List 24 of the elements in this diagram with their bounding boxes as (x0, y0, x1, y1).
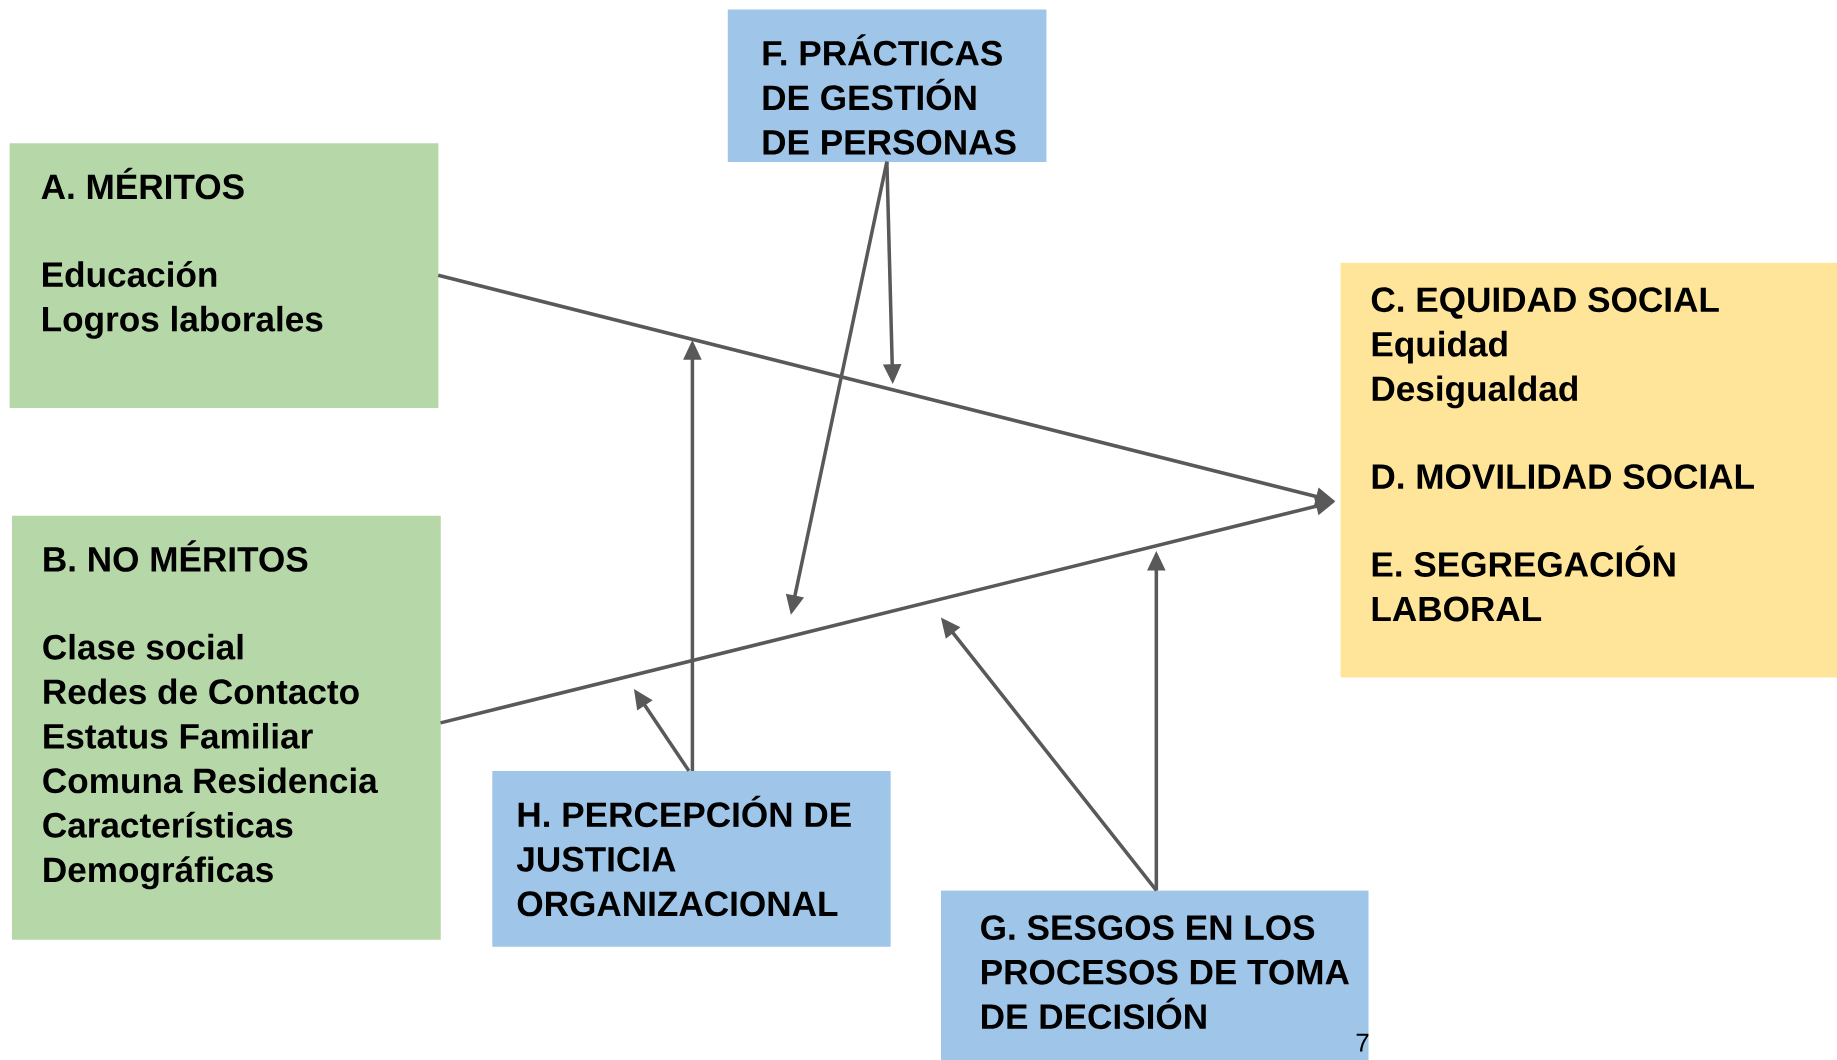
node-text: Comuna Residencia (43, 767, 378, 794)
node-text: Logros laborales (43, 305, 323, 339)
node-text: C. EQUIDAD SOCIAL (1371, 287, 1719, 319)
node-text: F. PRÁCTICAS DE GESTIÓN DE PERSONAS (763, 34, 1016, 155)
node-text: Desigualdad (1372, 375, 1578, 409)
node-text: D. MOVILIDAD SOCIAL (1372, 464, 1754, 489)
node-text: Características Demográficas (43, 811, 293, 890)
node-text: Equidad (1372, 330, 1507, 364)
text-box (1340, 262, 1837, 678)
node-text: Educación (43, 260, 217, 287)
node-text: Clase social (43, 633, 243, 660)
page-number: 7 (1356, 1033, 1369, 1052)
text-box (492, 771, 891, 947)
node-text: G. SESGOS EN LOS PROCESOS DE TOMA DE DECISIÓN (981, 915, 1349, 1030)
node-text: B. NO MÉRITOS (44, 540, 308, 572)
text-box (11, 515, 441, 940)
text-box (727, 9, 1047, 162)
node-text: Redes de Contacto (44, 678, 359, 705)
node-text: Estatus Familiar (44, 722, 313, 749)
node-text: H. PERCEPCIÓN DE JUSTICIA ORGANIZACIONAL (516, 795, 851, 917)
text-box (9, 143, 439, 408)
text-box (941, 890, 1369, 1060)
node-text: A. MÉRITOS (41, 167, 244, 200)
node-text: E. SEGREGACIÓN LABORAL (1372, 545, 1675, 622)
